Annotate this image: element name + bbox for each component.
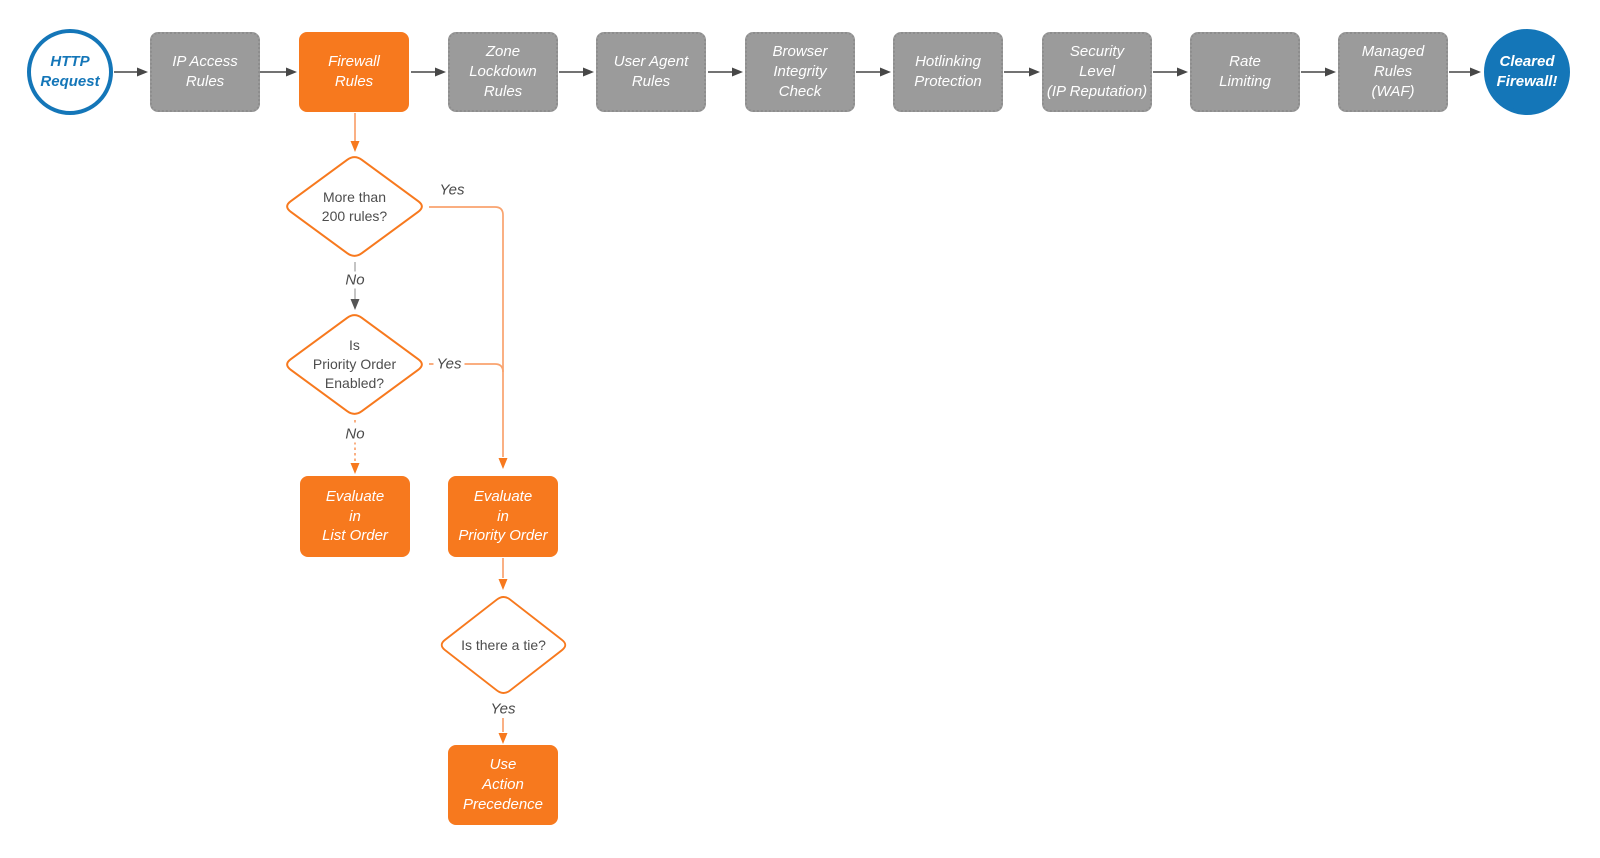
diamond-outline (286, 314, 423, 415)
edge-label-decision1-yes: Yes (436, 181, 468, 199)
arrowhead-user-agent-to-browser-integrity (732, 67, 743, 77)
diamond-outline (440, 596, 567, 694)
arrowhead-tie-yes (498, 733, 508, 744)
decision-label-line: 200 rules? (321, 207, 388, 224)
arrowhead-firewall-to-decision1 (350, 141, 360, 152)
action-label-line: Action (482, 776, 524, 794)
stage-label-line: Rate (1229, 53, 1261, 71)
arrowhead-into-priority-order-box (498, 458, 508, 469)
arrowhead-start-to-ip-access (137, 67, 148, 77)
stage-label-line: IP Access (172, 53, 238, 71)
stage-label-line: Check (778, 82, 822, 100)
edge-label-decision2-yes: Yes (433, 355, 465, 373)
stage-label-line: Limiting (1219, 73, 1271, 90)
edge-label-decision3-yes: Yes (487, 700, 519, 718)
end-label-line: Firewall! (1496, 73, 1558, 90)
stage-ip-access-rules: IP Access Rules (150, 32, 260, 112)
action-label-line: Use (489, 756, 517, 774)
stage-label-line: Firewall (328, 53, 380, 71)
stage-label-line: Rules (334, 73, 374, 90)
decision-priority-order-enabled: Is Priority Order Enabled? (282, 311, 427, 418)
stage-label-line: (IP Reputation) (1046, 82, 1148, 100)
action-label-line: Evaluate (325, 487, 385, 505)
pipeline-arrow-heads (137, 67, 1481, 77)
decision-label-line: Is (349, 337, 360, 354)
action-evaluate-in-priority-order: Evaluate in Priority Order (448, 476, 558, 557)
stage-label-line: Level (1079, 63, 1115, 81)
stage-label-line: Rules (185, 73, 225, 90)
decision-label-line: Priority Order (312, 356, 397, 373)
action-label-line: in (349, 507, 361, 525)
edge-decision2-yes (429, 363, 504, 373)
arrowhead-decision2-no (350, 463, 360, 474)
decision-label-line: More than (322, 188, 387, 205)
stage-label-line: User Agent (613, 53, 689, 71)
decision-text: More than 200 rules? (282, 153, 427, 260)
action-label-line: in (497, 507, 509, 525)
edge-decision1-yes (429, 206, 504, 457)
stage-hotlinking-protection: Hotlinking Protection (893, 32, 1003, 112)
start-label-line: HTTP (50, 53, 90, 71)
stage-label-line: (WAF) (1371, 82, 1415, 100)
stage-label-line: Protection (914, 73, 982, 90)
action-label-line: List Order (322, 527, 388, 545)
diamond-shape (286, 314, 423, 415)
arrowhead-browser-integrity-to-hotlinking (880, 67, 891, 77)
arrowhead-priority-order-to-tie (498, 579, 508, 590)
stage-label-line: Zone (485, 43, 521, 61)
decision-is-there-a-tie: Is there a tie? (437, 593, 570, 697)
decision-more-than-200-rules: More than 200 rules? (282, 153, 427, 260)
stage-label-line: Integrity (773, 63, 827, 81)
start-node-http-request: HTTP Request (27, 29, 113, 115)
action-label-line: Precedence (462, 795, 544, 813)
arrowhead-zone-lockdown-to-user-agent (583, 67, 594, 77)
arrowhead-rate-limiting-to-managed-rules (1325, 67, 1336, 77)
arrowhead-managed-rules-to-end (1470, 67, 1481, 77)
decision-text: Is there a tie? (437, 593, 570, 697)
stage-security-level: Security Level (IP Reputation) (1042, 32, 1152, 112)
end-label-line: Cleared (1499, 53, 1555, 71)
arrowhead-hotlinking-to-security-level (1029, 67, 1040, 77)
arrowhead-decision1-no (350, 299, 360, 310)
decision-text: Is Priority Order Enabled? (282, 311, 427, 418)
stage-rate-limiting: Rate Limiting (1190, 32, 1300, 112)
action-label-line: Priority Order (458, 527, 548, 545)
stage-label-line: Browser (772, 43, 828, 61)
arrowhead-ip-access-to-firewall (286, 67, 297, 77)
action-evaluate-in-list-order: Evaluate in List Order (300, 476, 410, 557)
decision-label-line: Enabled? (324, 374, 385, 391)
stage-label-line: Security (1069, 43, 1125, 61)
stage-label-line: Rules (483, 82, 523, 100)
stage-label-line: Managed (1361, 43, 1425, 61)
stage-user-agent-rules: User Agent Rules (596, 32, 706, 112)
end-node-cleared-firewall: Cleared Firewall! (1484, 29, 1570, 115)
stage-label-line: Lockdown (469, 63, 537, 81)
diamond-shape (440, 596, 567, 694)
diamond-outline (286, 156, 423, 257)
stage-managed-rules-waf: Managed Rules (WAF) (1338, 32, 1448, 112)
action-label-line: Evaluate (473, 487, 533, 505)
edge-label-decision1-no: No (342, 271, 368, 289)
decision-label-line: Is there a tie? (461, 636, 546, 653)
stage-firewall-rules: Firewall Rules (299, 32, 409, 112)
arrowhead-firewall-to-zone-lockdown (435, 67, 446, 77)
edge-label-decision2-no: No (342, 425, 368, 443)
stage-label-line: Hotlinking (915, 53, 981, 71)
diamond-shape (286, 156, 423, 257)
action-use-action-precedence: Use Action Precedence (448, 745, 558, 825)
start-label-line: Request (40, 73, 100, 90)
stage-label-line: Rules (631, 73, 671, 90)
stage-label-line: Rules (1373, 63, 1413, 81)
stage-zone-lockdown-rules: Zone Lockdown Rules (448, 32, 558, 112)
arrowhead-security-level-to-rate-limiting (1177, 67, 1188, 77)
stage-browser-integrity-check: Browser Integrity Check (745, 32, 855, 112)
